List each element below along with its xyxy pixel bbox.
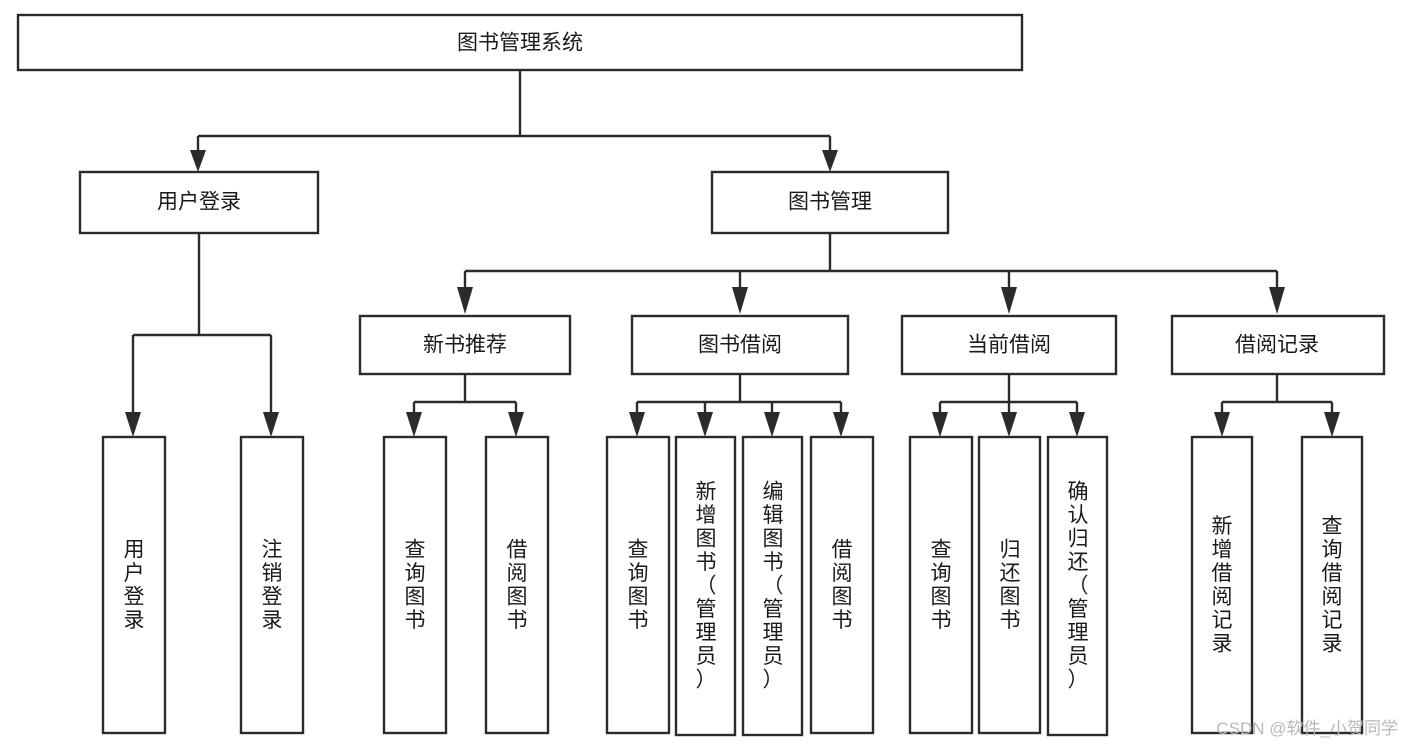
node-borrow-record-box[interactable] [1170,314,1386,376]
node-root-label: 图书管理系统 [457,32,583,55]
node-leaf-query-book-2-label: 查询图书 [628,538,649,632]
node-leaf-logout-label: 注销登录 [262,538,283,632]
arrow-head-leaf-borrow-book-2 [833,412,849,437]
node-book-management[interactable]: 图书管理 [710,170,950,235]
node-current-borrow-box[interactable] [900,314,1118,376]
arrow-head-leaf-logout [263,412,279,437]
node-leaf-confirm-return[interactable]: 确认归还（管理员） [1046,435,1109,737]
arrow-head-user-login [190,150,206,172]
node-leaf-confirm-return-label: 确认归还（管理员） [1068,481,1089,692]
node-leaf-borrow-book-1[interactable]: 借阅图书 [484,435,550,735]
node-leaf-edit-book-box[interactable] [741,435,804,737]
node-leaf-query-book-3-box[interactable] [908,435,974,735]
arrow-head-borrow-record [1269,287,1285,314]
node-new-book-recommend-label: 新书推荐 [423,334,507,357]
node-leaf-borrow-book-1-box[interactable] [484,435,550,735]
arrow-head-leaf-query-book-3 [932,412,948,437]
node-user-login-box[interactable] [78,170,320,235]
arrow-head-current-borrow [1001,287,1017,314]
node-leaf-edit-book[interactable]: 编辑图书（管理员） [741,435,804,737]
arrow-head-leaf-query-book-1 [406,412,422,437]
node-root[interactable]: 图书管理系统 [16,13,1024,72]
node-leaf-borrow-book-2-label: 借阅图书 [832,538,853,632]
node-leaf-return-book[interactable]: 归还图书 [977,435,1042,735]
node-borrow-record-label: 借阅记录 [1235,334,1319,357]
arrow-head-leaf-confirm-return [1069,412,1085,437]
node-leaf-return-book-box[interactable] [977,435,1042,735]
node-leaf-borrow-book-2[interactable]: 借阅图书 [809,435,875,735]
arrow-head-leaf-borrow-book-1 [508,412,524,437]
node-leaf-add-book-box[interactable] [674,435,737,737]
node-leaf-user-login[interactable]: 用户登录 [101,435,167,735]
csdn-watermark: CSDN @软件_小贺同学 [1216,719,1398,738]
arrow-head-new-book-recommend [457,287,473,314]
node-borrow-record[interactable]: 借阅记录 [1170,314,1386,376]
node-leaf-query-book-3[interactable]: 查询图书 [908,435,974,735]
arrow-head-leaf-query-record [1324,412,1340,437]
node-leaf-query-book-1[interactable]: 查询图书 [382,435,448,735]
node-book-borrow-box[interactable] [630,314,850,376]
node-leaf-query-book-2-box[interactable] [605,435,671,735]
arrow-head-leaf-query-book-2 [629,412,645,437]
node-leaf-add-book-label: 新增图书（管理员） [696,481,717,692]
node-leaf-query-book-3-label: 查询图书 [931,538,952,632]
node-leaf-add-record-label: 新增借阅记录 [1212,515,1233,656]
node-leaf-borrow-book-2-box[interactable] [809,435,875,735]
node-leaf-logout-box[interactable] [239,435,305,735]
arrow-head-leaf-return-book [1001,412,1017,437]
node-current-borrow-label: 当前借阅 [967,334,1051,357]
node-leaf-query-book-1-box[interactable] [382,435,448,735]
node-leaf-query-record-label: 查询借阅记录 [1322,515,1343,656]
node-leaf-query-record-box[interactable] [1300,435,1364,735]
node-new-book-recommend-box[interactable] [358,314,572,376]
arrow-head-leaf-add-book [697,412,713,437]
node-user-login-label: 用户登录 [157,191,241,214]
node-root-box[interactable] [16,13,1024,72]
node-user-login[interactable]: 用户登录 [78,170,320,235]
node-book-borrow[interactable]: 图书借阅 [630,314,850,376]
arrow-head-leaf-user-login [125,412,141,437]
node-leaf-query-book-2[interactable]: 查询图书 [605,435,671,735]
node-leaf-query-record[interactable]: 查询借阅记录 [1300,435,1364,735]
node-new-book-recommend[interactable]: 新书推荐 [358,314,572,376]
node-leaf-borrow-book-1-label: 借阅图书 [507,538,528,632]
node-book-borrow-label: 图书借阅 [698,334,782,357]
arrow-head-leaf-add-record [1214,412,1230,437]
node-leaf-user-login-label: 用户登录 [124,538,145,632]
connector-layer [125,70,1340,437]
node-current-borrow[interactable]: 当前借阅 [900,314,1118,376]
node-leaf-confirm-return-box[interactable] [1046,435,1109,737]
arrow-head-leaf-edit-book [764,412,780,437]
arrow-head-book-management [822,150,838,172]
node-book-management-label: 图书管理 [788,191,872,214]
node-leaf-logout[interactable]: 注销登录 [239,435,305,735]
node-leaf-edit-book-label: 编辑图书（管理员） [763,481,784,692]
node-leaf-add-book[interactable]: 新增图书（管理员） [674,435,737,737]
node-leaf-user-login-box[interactable] [101,435,167,735]
node-leaf-add-record[interactable]: 新增借阅记录 [1190,435,1254,735]
node-leaf-query-book-1-label: 查询图书 [405,538,426,632]
node-leaf-add-record-box[interactable] [1190,435,1254,735]
arrow-head-book-borrow [732,287,748,314]
node-leaf-return-book-label: 归还图书 [1000,538,1021,632]
node-book-management-box[interactable] [710,170,950,235]
